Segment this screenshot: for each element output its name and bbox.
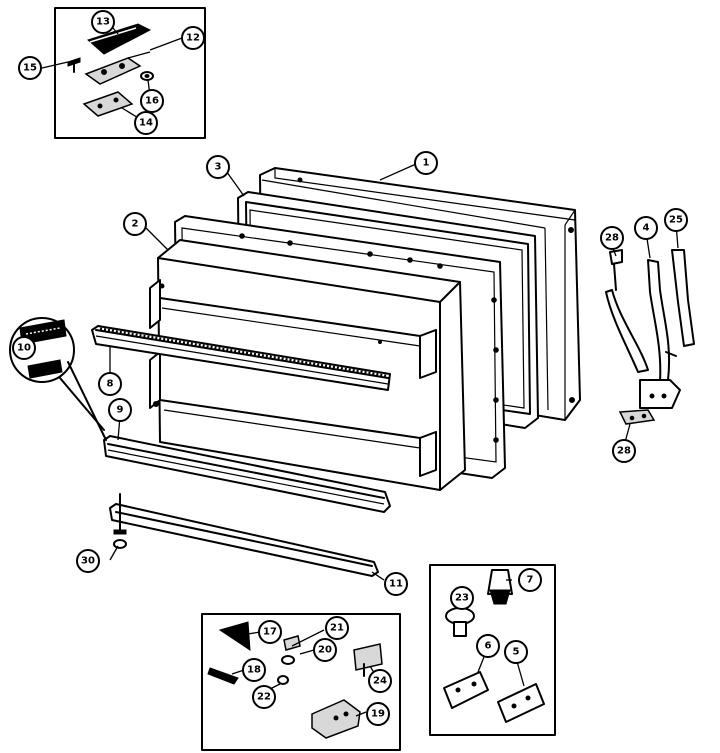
callout-15: 15 <box>18 56 42 80</box>
callout-28-top: 28 <box>600 226 624 250</box>
callout-21: 21 <box>325 616 349 640</box>
svg-text:23: 23 <box>455 593 469 604</box>
callout-6: 6 <box>476 634 500 658</box>
bottom-shelf-bar <box>103 435 391 513</box>
svg-text:30: 30 <box>81 556 95 567</box>
callout-25: 25 <box>664 208 688 232</box>
callout-9: 9 <box>108 398 132 422</box>
svg-text:28: 28 <box>617 446 631 457</box>
hinge-parts-inset <box>54 7 206 139</box>
callout-13: 13 <box>91 10 115 34</box>
callout-20: 20 <box>313 638 337 662</box>
svg-text:25: 25 <box>669 215 683 226</box>
svg-text:21: 21 <box>330 623 344 634</box>
callout-18: 18 <box>242 658 266 682</box>
right-hinge-parts <box>605 249 695 425</box>
svg-text:20: 20 <box>318 645 332 656</box>
svg-text:22: 22 <box>257 692 271 703</box>
callout-3: 3 <box>206 155 230 179</box>
svg-text:15: 15 <box>23 63 37 74</box>
callout-5: 5 <box>504 640 528 664</box>
callout-4: 4 <box>634 216 658 240</box>
callout-7: 7 <box>518 568 542 592</box>
callout-17: 17 <box>258 620 282 644</box>
svg-text:6: 6 <box>485 641 492 652</box>
callout-24: 24 <box>368 669 392 693</box>
svg-text:17: 17 <box>263 627 277 638</box>
callout-12: 12 <box>181 26 205 50</box>
callout-19: 19 <box>366 702 390 726</box>
callout-30: 30 <box>76 549 100 573</box>
callout-16: 16 <box>140 89 164 113</box>
callout-22: 22 <box>252 685 276 709</box>
callout-1: 1 <box>414 151 438 175</box>
svg-text:28: 28 <box>605 233 619 244</box>
svg-text:3: 3 <box>215 162 222 173</box>
callout-2: 2 <box>123 212 147 236</box>
svg-text:18: 18 <box>247 665 261 676</box>
svg-text:16: 16 <box>145 96 159 107</box>
detail-magnifier <box>9 317 107 441</box>
shelf-bar <box>91 325 391 391</box>
svg-text:8: 8 <box>107 379 114 390</box>
svg-text:12: 12 <box>186 33 200 44</box>
svg-text:9: 9 <box>117 405 124 416</box>
callout-28-bottom: 28 <box>612 439 636 463</box>
svg-text:11: 11 <box>389 579 403 590</box>
svg-text:19: 19 <box>371 709 385 720</box>
svg-text:5: 5 <box>513 647 520 658</box>
svg-text:24: 24 <box>373 676 387 687</box>
callout-14: 14 <box>134 111 158 135</box>
bottom-trim <box>109 493 379 577</box>
latch-parts-inset <box>201 613 401 751</box>
callout-23: 23 <box>450 586 474 610</box>
callout-11: 11 <box>384 572 408 596</box>
svg-text:7: 7 <box>527 575 534 586</box>
svg-text:14: 14 <box>139 118 153 129</box>
callout-8: 8 <box>98 372 122 396</box>
svg-text:1: 1 <box>423 158 430 169</box>
callout-10: 10 <box>12 336 36 360</box>
svg-text:4: 4 <box>643 223 650 234</box>
svg-text:10: 10 <box>17 343 31 354</box>
svg-text:2: 2 <box>132 219 139 230</box>
svg-text:13: 13 <box>96 17 110 28</box>
